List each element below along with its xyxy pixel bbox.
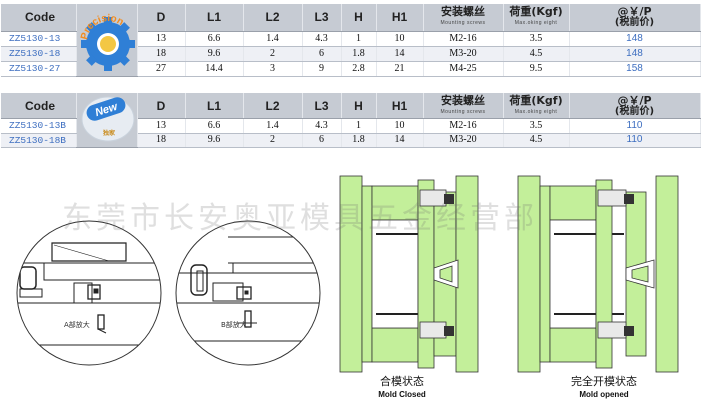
row-load: 3.5 xyxy=(503,31,570,47)
row-d: 13 xyxy=(137,31,186,47)
table-row: ZZ5130-27 27 14.4 3 9 2.8 21 M4-25 9.5 1… xyxy=(1,61,701,78)
row-h: 1.8 xyxy=(341,133,377,149)
header-h1: H1 xyxy=(376,4,424,32)
row-l1: 9.6 xyxy=(185,46,244,62)
header-price: @￥/P(税前价) xyxy=(569,93,701,120)
table-row: ZZ5130-13 13 6.6 1.4 4.3 1 10 M2-16 3.5 … xyxy=(1,31,701,47)
row-d: 18 xyxy=(137,46,186,62)
row-price: 158 xyxy=(569,61,701,78)
table-row: ZZ5130-18 18 9.6 2 6 1.8 14 M3-20 4.5 14… xyxy=(1,46,701,62)
row-price: 148 xyxy=(569,31,701,47)
table-row: ZZ5130-13B 13 6.6 1.4 4.3 1 10 M2-16 3.5… xyxy=(1,118,701,134)
label-b-zoom: B部放大 xyxy=(221,320,247,329)
row-h: 2.8 xyxy=(341,61,377,78)
header-load: 荷重(Kgf)Max.oking eight xyxy=(503,4,570,32)
header-code: Code xyxy=(1,4,77,32)
header-h: H xyxy=(341,4,377,32)
header-h1: H1 xyxy=(376,93,424,120)
row-load: 3.5 xyxy=(503,118,570,134)
detail-b-zoom: B部放大 xyxy=(175,220,321,366)
precision-logo: Precision xyxy=(76,4,138,77)
header-l3: L3 xyxy=(302,4,342,32)
mold-opened-diagram xyxy=(517,175,679,373)
row-code: ZZ5130-13 xyxy=(1,31,77,47)
row-h: 1 xyxy=(341,31,377,47)
row-code: ZZ5130-27 xyxy=(1,61,77,78)
gear-icon: Precision xyxy=(79,13,135,71)
header-h: H xyxy=(341,93,377,120)
row-l2: 2 xyxy=(243,46,303,62)
row-price: 110 xyxy=(569,133,701,149)
new-badge-sub: 独家 xyxy=(101,129,114,137)
table-header: Code Precision D L1 L2 xyxy=(1,4,701,77)
row-code: ZZ5130-18 xyxy=(1,46,77,62)
new-badge: New 独家 xyxy=(76,93,138,148)
row-screw: M4-25 xyxy=(423,61,504,78)
row-l1: 9.6 xyxy=(185,133,244,149)
row-l3: 9 xyxy=(302,61,342,78)
row-load: 9.5 xyxy=(503,61,570,78)
header-l2: L2 xyxy=(243,4,303,32)
row-h: 1.8 xyxy=(341,46,377,62)
row-screw: M3-20 xyxy=(423,46,504,62)
row-l3: 6 xyxy=(302,133,342,149)
row-price: 148 xyxy=(569,46,701,62)
header-l1: L1 xyxy=(185,4,244,32)
row-l1: 6.6 xyxy=(185,118,244,134)
caption-closed: 合模状态 Mold Closed xyxy=(378,375,426,399)
row-l1: 14.4 xyxy=(185,61,244,78)
table-row: ZZ5130-18B 18 9.6 2 6 1.8 14 M3-20 4.5 1… xyxy=(1,133,701,149)
row-load: 4.5 xyxy=(503,133,570,149)
header-price: @￥/P(税前价) xyxy=(569,4,701,32)
row-h1: 21 xyxy=(376,61,424,78)
row-d: 13 xyxy=(137,118,186,134)
row-code: ZZ5130-13B xyxy=(1,118,77,134)
header-load: 荷重(Kgf)Max.oking eight xyxy=(503,93,570,120)
row-d: 27 xyxy=(137,61,186,78)
label-a-zoom: A部放大 xyxy=(64,320,90,329)
header-d: D xyxy=(137,4,186,32)
row-h1: 14 xyxy=(376,46,424,62)
row-l2: 3 xyxy=(243,61,303,78)
row-h: 1 xyxy=(341,118,377,134)
row-l3: 4.3 xyxy=(302,118,342,134)
header-d: D xyxy=(137,93,186,120)
header-l1: L1 xyxy=(185,93,244,120)
header-l2: L2 xyxy=(243,93,303,120)
row-screw: M2-16 xyxy=(423,31,504,47)
row-l3: 6 xyxy=(302,46,342,62)
detail-a-zoom: A部放大 xyxy=(16,220,162,366)
mold-closed-diagram xyxy=(339,175,479,373)
row-h1: 10 xyxy=(376,31,424,47)
row-l2: 2 xyxy=(243,133,303,149)
row-code: ZZ5130-18B xyxy=(1,133,77,149)
caption-opened: 完全开模状态 Mold opened xyxy=(571,375,637,399)
row-h1: 14 xyxy=(376,133,424,149)
row-l2: 1.4 xyxy=(243,31,303,47)
row-screw: M3-20 xyxy=(423,133,504,149)
row-l1: 6.6 xyxy=(185,31,244,47)
row-price: 110 xyxy=(569,118,701,134)
header-code: Code xyxy=(1,93,77,120)
row-h1: 10 xyxy=(376,118,424,134)
watermark: 东莞市长安奥亚模具五金经营部 xyxy=(62,201,538,236)
row-load: 4.5 xyxy=(503,46,570,62)
header-l3: L3 xyxy=(302,93,342,120)
row-screw: M2-16 xyxy=(423,118,504,134)
row-d: 18 xyxy=(137,133,186,149)
spec-table-standard: Code Precision D L1 L2 xyxy=(1,4,701,78)
row-l2: 1.4 xyxy=(243,118,303,134)
row-l3: 4.3 xyxy=(302,31,342,47)
